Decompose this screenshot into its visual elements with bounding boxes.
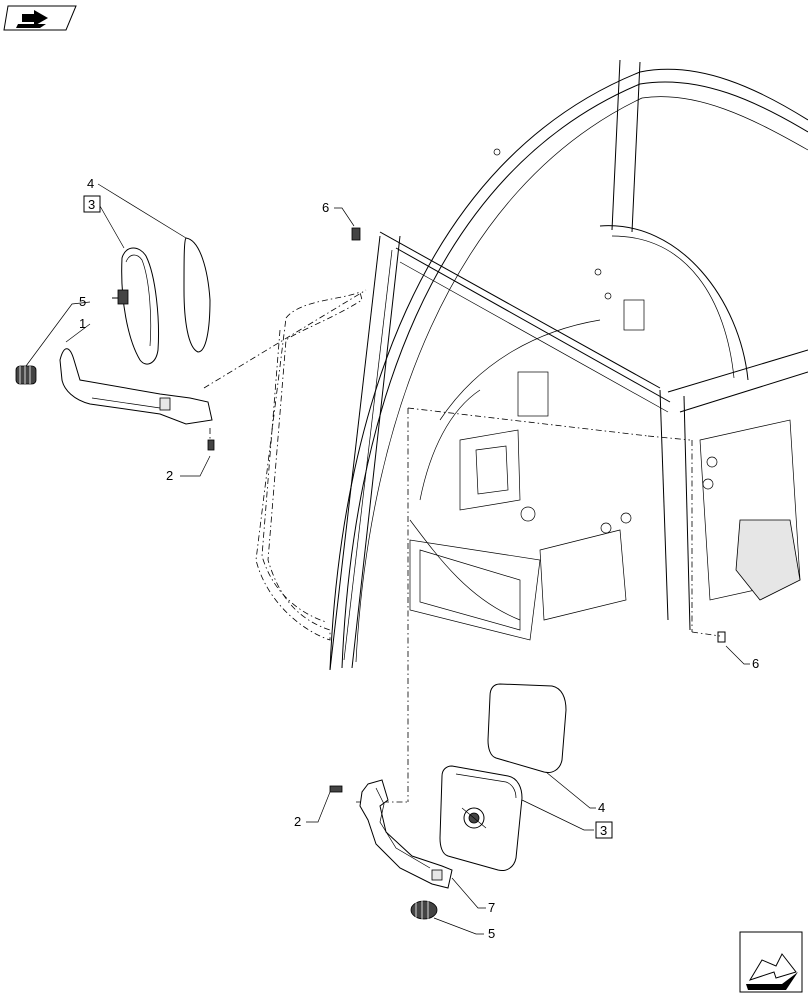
left-mirror-assembly — [15, 183, 215, 477]
top-nut — [334, 207, 361, 241]
callout-6-right: 6 — [752, 656, 759, 671]
right-nut — [717, 631, 750, 665]
right-mirror-head — [439, 765, 523, 871]
callout-1-left: 1 — [79, 316, 86, 331]
right-knob — [410, 900, 438, 920]
door-outline — [255, 291, 363, 641]
right-mirror-assembly — [306, 683, 596, 935]
callout-2-right: 2 — [294, 814, 301, 829]
left-knob — [15, 365, 37, 385]
callout-6-top: 6 — [322, 200, 329, 215]
callout-4-right: 4 — [598, 800, 605, 815]
callout-4-left: 4 — [87, 176, 94, 191]
right-mirror-glass — [487, 683, 567, 773]
callout-5-right: 5 — [488, 926, 495, 941]
left-mirror-arm — [59, 348, 213, 425]
door-outline-inner — [261, 329, 327, 623]
book-arrow-icon[interactable] — [3, 5, 77, 31]
left-mirror-head — [121, 247, 159, 365]
next-page-arrow-icon[interactable] — [739, 931, 803, 993]
left-mirror-glass — [183, 237, 211, 353]
right-mirror-arm — [359, 779, 453, 889]
callout-3-left: 3 — [88, 197, 95, 212]
callout-box-3-right — [595, 821, 613, 839]
callout-2-left: 2 — [166, 468, 173, 483]
callout-3-right: 3 — [600, 823, 607, 838]
assembly-lines — [203, 289, 721, 803]
right-screw — [329, 785, 343, 793]
callout-5-left: 5 — [79, 294, 86, 309]
callout-box-3-left — [83, 195, 101, 213]
callout-7-right: 7 — [488, 900, 495, 915]
cab-frame — [329, 59, 808, 671]
left-screw — [207, 428, 215, 451]
